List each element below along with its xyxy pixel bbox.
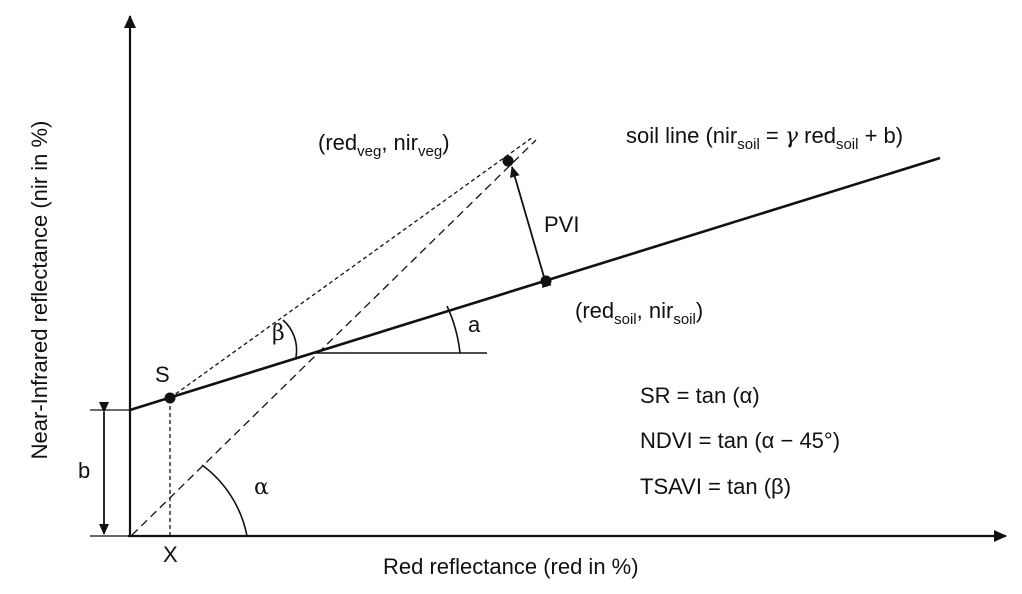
beta-arc — [282, 319, 298, 358]
pvi-arrow — [507, 172, 530, 176]
soil-point — [540, 275, 552, 287]
y-axis-label: Near-Infrared reflectance (nir in %) — [27, 121, 52, 460]
formula-tsavi: TSAVI = tan (β) — [640, 474, 791, 499]
formula-ndvi: NDVI = tan (α − 45°) — [640, 428, 840, 453]
veg-point-label: (redveg, nirveg) — [318, 130, 450, 160]
alpha-label: α — [254, 475, 269, 500]
dashed-line-from-s — [169, 136, 534, 399]
a-arc — [446, 305, 461, 354]
veg-point — [502, 155, 514, 167]
formula-sr: SR = tan (α) — [640, 383, 760, 408]
s-point — [164, 392, 176, 404]
a-label: a — [468, 312, 481, 337]
beta-label: β — [272, 321, 285, 346]
soil-line-label: soil line (nirsoil = γ redsoil + b) — [626, 123, 903, 153]
soil-point-label: (redsoil, nirsoil) — [575, 298, 703, 328]
x-label: X — [163, 542, 178, 567]
alpha-arc — [201, 464, 248, 537]
dashed-line-from-origin — [131, 139, 537, 536]
pvi-double-arrow — [509, 166, 552, 288]
soil-line — [129, 156, 941, 412]
pvi-label: PVI — [544, 212, 579, 237]
x-axis-label: Red reflectance (red in %) — [383, 554, 639, 579]
b-label: b — [78, 458, 90, 483]
s-label: S — [155, 362, 170, 387]
